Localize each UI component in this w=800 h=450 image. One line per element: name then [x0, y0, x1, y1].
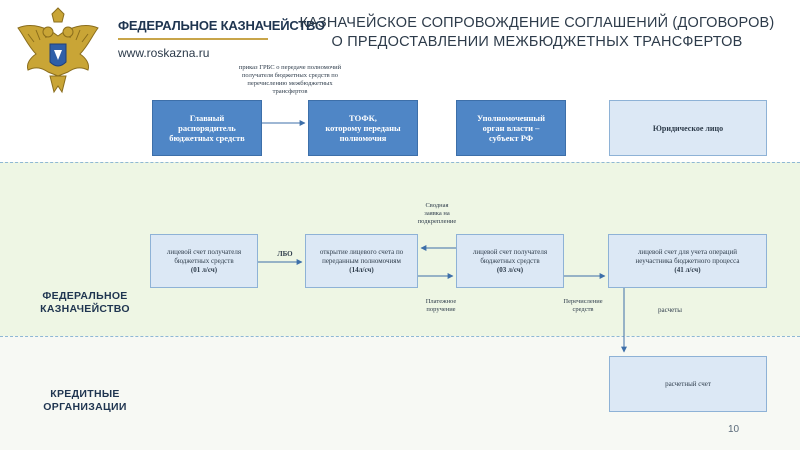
funds-transfer-note: Перечисление средств: [556, 298, 610, 314]
authorized-body-line-1: Уполномоченный: [477, 113, 545, 123]
legal-entity-label: Юридическое лицо: [652, 123, 724, 133]
payment-note-line-1: Платежное: [425, 298, 457, 305]
legal-entity-box: Юридическое лицо: [609, 100, 767, 156]
payment-note-line-2: поручение: [426, 306, 456, 313]
summary-note-line-2: заявка на: [424, 210, 450, 217]
account-14-line-1: открытие лицевого счета по: [319, 247, 404, 256]
account-41-line-2: неучастника бюджетного процесса: [635, 256, 740, 265]
main-manager-line-2: распорядитель: [178, 123, 236, 133]
settlements-note: расчеты: [658, 306, 682, 314]
transfer-note-line-2: средств: [572, 306, 594, 313]
band-divider-bottom: [0, 336, 800, 337]
account-01-line-2: бюджетных средств: [174, 256, 234, 265]
order-note-line-1: приказ ГРБС о передаче полномочий: [238, 64, 342, 71]
payment-order-note: Платежное поручение: [418, 298, 464, 314]
summary-note-line-1: Сводная: [425, 202, 449, 209]
account-14-line-3: (14л/сч): [349, 265, 374, 274]
credit-label-line-1: КРЕДИТНЫЕ: [50, 388, 120, 400]
authorized-body-line-3: субъект РФ: [488, 133, 534, 143]
credit-label-line-2: ОРГАНИЗАЦИИ: [43, 401, 127, 413]
account-14-line-2: переданным полномочиям: [322, 256, 401, 265]
account-03-line-3: (03 л/сч): [496, 265, 524, 274]
tofk-line-3: полномочия: [339, 133, 387, 143]
slide-title-line-1: КАЗНАЧЕЙСКОЕ СОПРОВОЖДЕНИЕ СОГЛАШЕНИЙ (Д…: [299, 15, 775, 31]
treasury-label-line-2: КАЗНАЧЕЙСТВО: [40, 303, 130, 315]
main-manager-line-1: Главный: [189, 113, 225, 123]
settlement-account-label: расчетный счет: [665, 379, 711, 388]
lbo-note: ЛБО: [277, 250, 293, 258]
account-03-box: лицевой счет получателя бюджетных средст…: [456, 234, 564, 288]
account-01-line-1: лицевой счет получателя: [166, 247, 242, 256]
authorized-body-box: Уполномоченный орган власти – субъект РФ: [456, 100, 566, 156]
tofk-box: ТОФК, которому переданы полномочия: [308, 100, 418, 156]
tofk-line-2: которому переданы: [325, 123, 401, 133]
org-url: www.roskazna.ru: [118, 46, 210, 60]
order-note-line-4: трансфертов: [272, 88, 308, 95]
account-01-box: лицевой счет получателя бюджетных средст…: [150, 234, 258, 288]
main-budget-manager-box: Главный распорядитель бюджетных средств: [152, 100, 262, 156]
org-name-underline: [118, 38, 268, 40]
tofk-line-1: ТОФК,: [349, 113, 377, 123]
org-name: ФЕДЕРАЛЬНОЕ КАЗНАЧЕЙСТВО: [118, 18, 325, 33]
transfer-note-line-1: Перечисление: [563, 298, 603, 305]
account-03-line-2: бюджетных средств: [480, 256, 540, 265]
order-note: приказ ГРБС о передаче полномочий получа…: [222, 64, 358, 96]
section-label-credit-orgs: КРЕДИТНЫЕ ОРГАНИЗАЦИИ: [20, 388, 150, 414]
slide-title-line-2: О ПРЕДОСТАВЛЕНИИ МЕЖБЮДЖЕТНЫХ ТРАНСФЕРТО…: [331, 34, 743, 50]
treasury-label-line-1: ФЕДЕРАЛЬНОЕ: [42, 290, 128, 302]
order-note-line-3: перечислению межбюджетных: [247, 80, 333, 87]
account-41-line-3: (41 л/сч): [674, 265, 701, 274]
double-headed-eagle-emblem-icon: [17, 7, 99, 94]
section-label-treasury: ФЕДЕРАЛЬНОЕ КАЗНАЧЕЙСТВО: [20, 290, 150, 316]
band-divider-top: [0, 162, 800, 163]
summary-request-note: Сводная заявка на подкрепление: [416, 202, 458, 226]
account-41-box: лицевой счет для учета операций неучастн…: [608, 234, 767, 288]
order-note-line-2: получателя бюджетных средств по: [241, 72, 339, 79]
main-manager-line-3: бюджетных средств: [169, 133, 245, 143]
settlement-account-box: расчетный счет: [609, 356, 767, 412]
page-number: 10: [728, 424, 740, 435]
account-41-line-1: лицевой счет для учета операций: [637, 247, 738, 256]
slide-title: КАЗНАЧЕЙСКОЕ СОПРОВОЖДЕНИЕ СОГЛАШЕНИЙ (Д…: [292, 14, 782, 52]
account-14-box: открытие лицевого счета по переданным по…: [305, 234, 418, 288]
authorized-body-line-2: орган власти –: [482, 123, 540, 133]
account-01-line-3: (01 л/сч): [190, 265, 218, 274]
summary-note-line-3: подкрепление: [417, 218, 457, 225]
account-03-line-1: лицевой счет получателя: [472, 247, 548, 256]
